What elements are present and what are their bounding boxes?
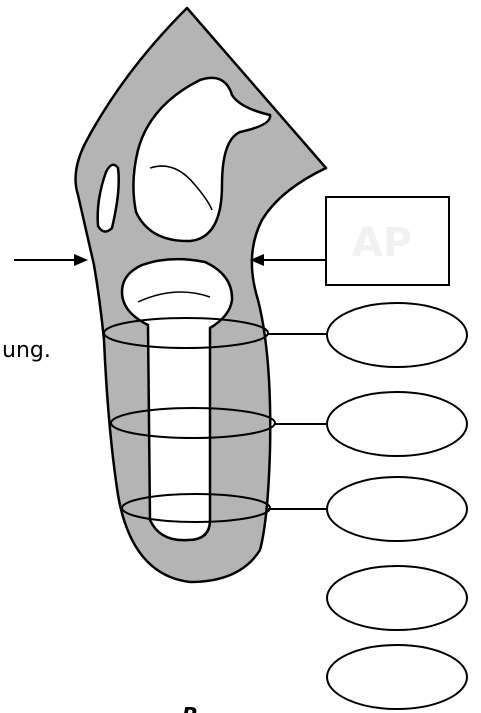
answer-oval-2[interactable] xyxy=(327,392,467,456)
answer-oval-3[interactable] xyxy=(327,477,467,541)
side-text-fragment: ung. xyxy=(2,338,51,363)
answer-oval-1[interactable] xyxy=(327,303,467,367)
left-arrow-head xyxy=(74,254,88,266)
ap-label-text: AP xyxy=(352,220,412,266)
answer-oval-5[interactable] xyxy=(327,645,467,709)
answer-oval-4[interactable] xyxy=(327,566,467,630)
footer-text-fragment: P xyxy=(182,703,197,713)
